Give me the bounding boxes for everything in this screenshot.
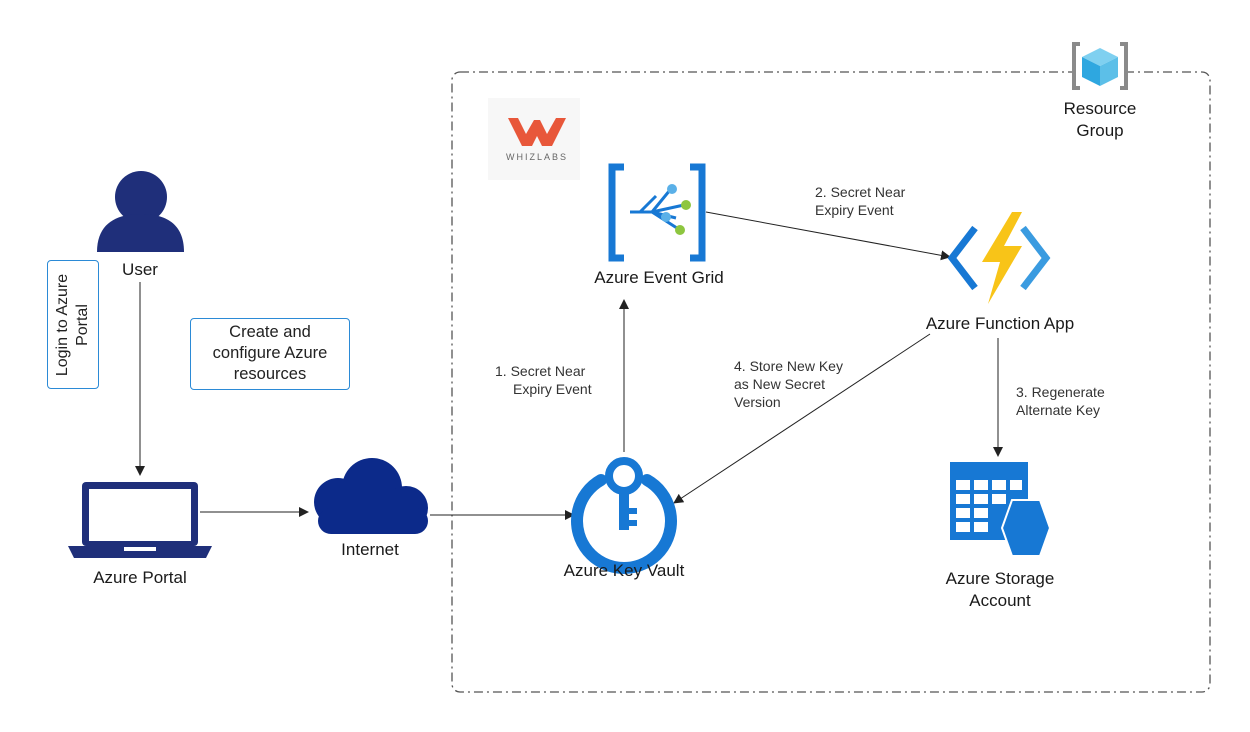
login-note: Login to Azure Portal: [47, 260, 99, 389]
resource-group-label-line1: Resource: [1063, 99, 1137, 118]
edge-label-3-line1: 3. Regenerate: [1016, 384, 1105, 400]
create-note-line2: configure Azure: [212, 344, 328, 362]
resource-group-boundary: [451, 71, 1211, 693]
edge-label-4-line1: 4. Store New Key: [734, 358, 843, 374]
create-configure-note: Create and configure Azure resources: [190, 318, 350, 390]
function-app-icon: [947, 212, 1051, 304]
edge-label-3-line2: Alternate Key: [1016, 402, 1101, 418]
edge-label-4-line3: Version: [734, 394, 781, 410]
event-grid-icon: [608, 163, 706, 262]
azure-portal-label: Azure Portal: [93, 568, 187, 587]
internet-label: Internet: [341, 540, 399, 559]
login-note-line1: Login to Azure: [54, 273, 71, 377]
storage-account-label-line1: Azure Storage: [945, 569, 1055, 588]
create-note-line3: resources: [233, 365, 307, 383]
login-note-text: Login to Azure Portal: [53, 260, 93, 390]
edge-label-1: 1. Secret Near Expiry Event: [495, 362, 592, 398]
resource-group-label-line2: Group: [1076, 121, 1124, 140]
cloud-icon: [314, 458, 428, 534]
edge-eventgrid-function: [705, 211, 951, 261]
edge-label-2-line2: Expiry Event: [815, 202, 894, 218]
edge-label-1-line2: Expiry Event: [513, 381, 592, 397]
function-app-label: Azure Function App: [925, 314, 1075, 333]
storage-account-icon: [950, 462, 1052, 557]
resource-group-label: Resource Group: [1050, 98, 1150, 142]
user-icon: [97, 171, 184, 252]
key-vault-icon: [571, 457, 677, 574]
user-label: User: [122, 260, 158, 279]
login-note-line2: Portal: [74, 304, 91, 346]
edge-function-keyvault: [673, 333, 931, 504]
edge-label-4-line2: as New Secret: [734, 376, 826, 392]
resource-group-icon: [1072, 42, 1128, 92]
event-grid-label: Azure Event Grid: [594, 268, 724, 287]
edge-label-1-line1: 1. Secret Near: [495, 363, 586, 379]
edge-label-2-line1: 2. Secret Near: [815, 184, 906, 200]
whizlabs-logo: [488, 98, 580, 180]
storage-account-label: Azure Storage Account: [920, 568, 1080, 612]
edge-label-4: 4. Store New Key as New Secret Version: [734, 357, 843, 411]
key-vault-label: Azure Key Vault: [563, 561, 685, 580]
create-note-line1: Create and: [229, 323, 311, 341]
storage-account-label-line2: Account: [969, 591, 1031, 610]
edge-label-3: 3. Regenerate Alternate Key: [1016, 383, 1105, 419]
edge-label-2: 2. Secret Near Expiry Event: [815, 183, 905, 219]
laptop-icon: [68, 482, 212, 558]
whizlabs-logo-text: WHIZLABS: [506, 152, 569, 162]
